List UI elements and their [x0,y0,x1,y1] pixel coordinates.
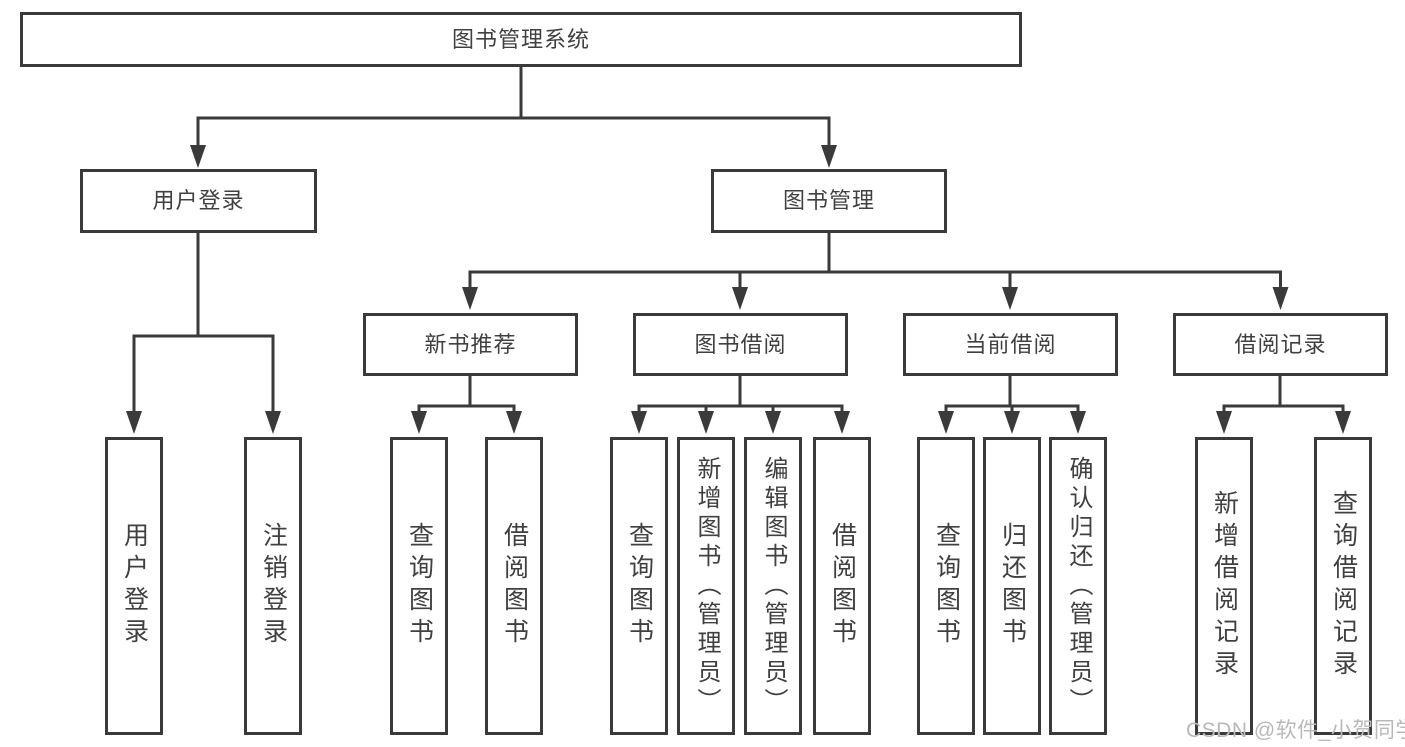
leaf-logout: 注销登录 [244,437,302,735]
leaf-add-borrow-record: 新增借阅记录 [1195,437,1253,735]
connector-new-book-split [411,376,522,434]
connector-root-to-level2 [190,67,837,168]
leaf-edit-book-admin: 编辑图书（管理员） [744,437,802,735]
node-book-management: 图书管理 [711,169,947,233]
leaf-return-books: 归还图书 [983,437,1041,735]
connector-current-borrow-split [938,376,1086,434]
leaf-confirm-return-admin: 确认归还（管理员） [1049,437,1107,735]
node-borrow-records: 借阅记录 [1173,313,1388,376]
node-current-borrowing: 当前借阅 [903,313,1118,376]
connector-book-borrow-split [631,376,850,434]
watermark: CSDN @软件_小贺同学 [1186,719,1405,742]
leaf-query-books-borrowing: 查询图书 [610,437,668,735]
leaf-borrow-books-borrowing: 借阅图书 [813,437,871,735]
leaf-user-login: 用户登录 [105,437,163,735]
connector-user-login-split [126,233,281,434]
node-user-login: 用户登录 [80,169,317,233]
node-new-book-recommend: 新书推荐 [363,313,578,376]
leaf-query-borrow-record: 查询借阅记录 [1314,437,1372,735]
connector-book-management-split [462,233,1289,310]
node-library-management-system: 图书管理系统 [20,12,1022,67]
leaf-borrow-books-recommend: 借阅图书 [485,437,543,735]
node-book-borrowing: 图书借阅 [633,313,848,376]
connector-borrow-record-split [1216,376,1351,434]
leaf-query-books-current: 查询图书 [917,437,975,735]
leaf-query-books-recommend: 查询图书 [390,437,448,735]
leaf-add-book-admin: 新增图书（管理员） [677,437,735,735]
